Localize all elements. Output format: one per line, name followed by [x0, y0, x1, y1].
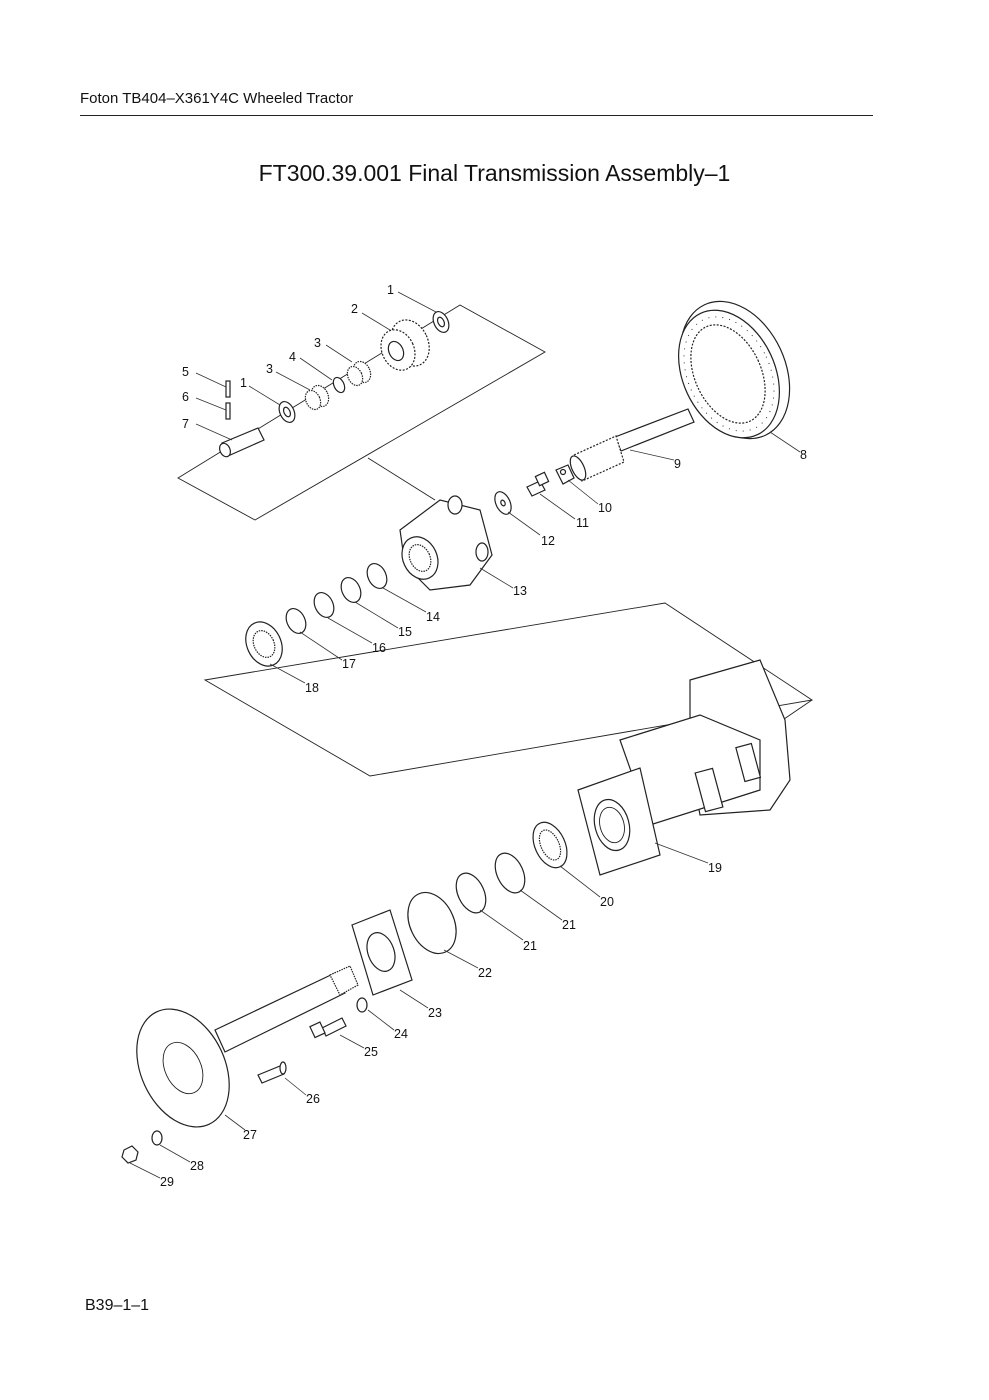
nut-29: [121, 1145, 139, 1164]
needle-bearing-upper: [346, 360, 372, 387]
needle-bearing-lower: [304, 384, 330, 411]
sun-gear-shaft: [569, 408, 695, 482]
callout-12: 12: [541, 534, 555, 548]
header-rule: [80, 115, 873, 116]
callout-21: 21: [562, 918, 576, 932]
callout-19: 19: [708, 861, 722, 875]
callout-numbers: 1 2 3 4 3 1 5 6 7 8 9 10 11 12 13 14 15 …: [160, 283, 807, 1189]
callout-17: 17: [342, 657, 356, 671]
washer-12: [494, 491, 512, 515]
diagram-title: FT300.39.001 Final Transmission Assembly…: [258, 160, 731, 186]
wheel-stud: [257, 1061, 287, 1084]
callout-13: 13: [513, 584, 527, 598]
callout-20: 20: [600, 895, 614, 909]
callout-1: 1: [387, 283, 394, 297]
callout-24: 24: [394, 1027, 408, 1041]
callout-29: 29: [160, 1175, 174, 1189]
lock-plate: [555, 464, 575, 485]
pins-5-6: [225, 380, 231, 420]
callout-11: 11: [576, 516, 589, 530]
callout-25: 25: [364, 1045, 378, 1059]
callout-14: 14: [426, 610, 440, 624]
callout-26: 26: [306, 1092, 320, 1106]
callout-8: 8: [800, 448, 807, 462]
callout-1: 1: [240, 376, 247, 390]
callout-18: 18: [305, 681, 319, 695]
callout-6: 6: [182, 390, 189, 404]
leader-lines: [129, 291, 801, 1179]
bearing-20: [532, 821, 568, 869]
callout-4: 4: [289, 350, 296, 364]
seal-rings-21: [455, 852, 526, 914]
planet-shaft: [218, 427, 265, 458]
frame-planet-group: [177, 304, 546, 521]
callout-23: 23: [428, 1006, 442, 1020]
callout-27: 27: [243, 1128, 257, 1142]
callout-3: 3: [314, 336, 321, 350]
bearing-18: [245, 621, 283, 667]
callout-2: 2: [351, 302, 358, 316]
callout-21: 21: [523, 939, 537, 953]
page-number: B39–1–1: [85, 1297, 150, 1314]
planet-carrier: [399, 495, 493, 591]
bolt-11: [526, 471, 550, 497]
final-drive-housing: [577, 659, 791, 876]
callout-9: 9: [674, 457, 681, 471]
callout-7: 7: [182, 417, 189, 431]
callout-28: 28: [190, 1159, 204, 1173]
callout-15: 15: [398, 625, 412, 639]
o-ring-22: [407, 891, 457, 955]
bolt-25: [309, 1017, 347, 1039]
planet-washer-1-top: [432, 311, 450, 333]
planet-gear: [380, 319, 430, 371]
ring-gear: [678, 300, 791, 440]
callout-10: 10: [598, 501, 612, 515]
callout-3: 3: [266, 362, 273, 376]
planet-washer-1-bottom: [278, 401, 296, 423]
callout-22: 22: [478, 966, 492, 980]
bearing-cover: [351, 909, 413, 996]
callout-16: 16: [372, 641, 386, 655]
shims-14-17: [285, 563, 388, 634]
spacer-ring: [332, 376, 346, 394]
washer-24: [356, 997, 368, 1013]
washer-28: [151, 1130, 163, 1146]
axle-shaft: [136, 965, 359, 1128]
document-header: Foton TB404–X361Y4C Wheeled Tractor: [80, 90, 354, 107]
callout-5: 5: [182, 365, 189, 379]
